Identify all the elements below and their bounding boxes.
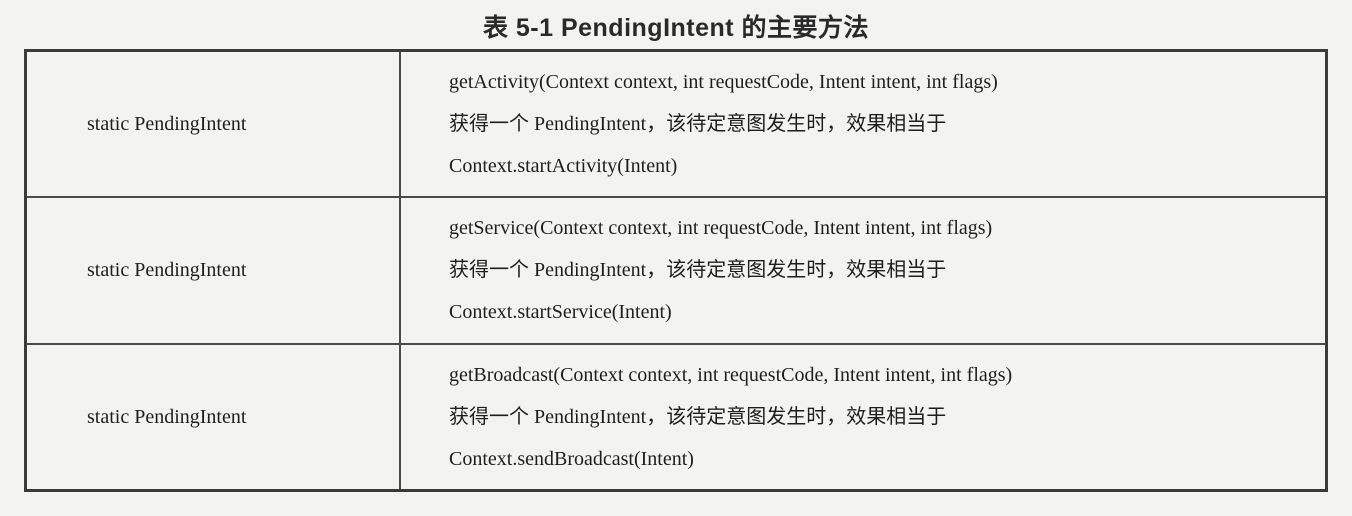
method-description: 获得一个 PendingIntent，该待定意图发生时，效果相当于 — [449, 259, 947, 282]
method-signature: getBroadcast(Context context, int reques… — [449, 363, 1013, 386]
return-type-cell: static PendingIntent — [24, 49, 401, 199]
table-row: static PendingIntent getBroadcast(Contex… — [24, 342, 1328, 492]
method-description: 获得一个 PendingIntent，该待定意图发生时，效果相当于 — [449, 113, 947, 136]
methods-table: static PendingIntent getActivity(Context… — [24, 49, 1328, 492]
method-description: 获得一个 PendingIntent，该待定意图发生时，效果相当于 — [449, 405, 947, 428]
method-cell: getBroadcast(Context context, int reques… — [399, 342, 1328, 492]
method-cell: getService(Context context, int requestC… — [399, 196, 1328, 345]
method-cell: getActivity(Context context, int request… — [399, 49, 1328, 199]
method-equivalent: Context.startService(Intent) — [449, 301, 672, 324]
table-row: static PendingIntent getActivity(Context… — [24, 49, 1328, 199]
return-type-cell: static PendingIntent — [24, 196, 401, 345]
method-signature: getService(Context context, int requestC… — [449, 217, 993, 240]
table-row: static PendingIntent getService(Context … — [24, 196, 1328, 345]
table-caption: 表 5-1 PendingIntent 的主要方法 — [482, 14, 870, 42]
method-equivalent: Context.startActivity(Intent) — [449, 155, 678, 178]
method-signature: getActivity(Context context, int request… — [449, 71, 998, 94]
method-equivalent: Context.sendBroadcast(Intent) — [449, 447, 694, 470]
return-type-cell: static PendingIntent — [24, 342, 401, 492]
